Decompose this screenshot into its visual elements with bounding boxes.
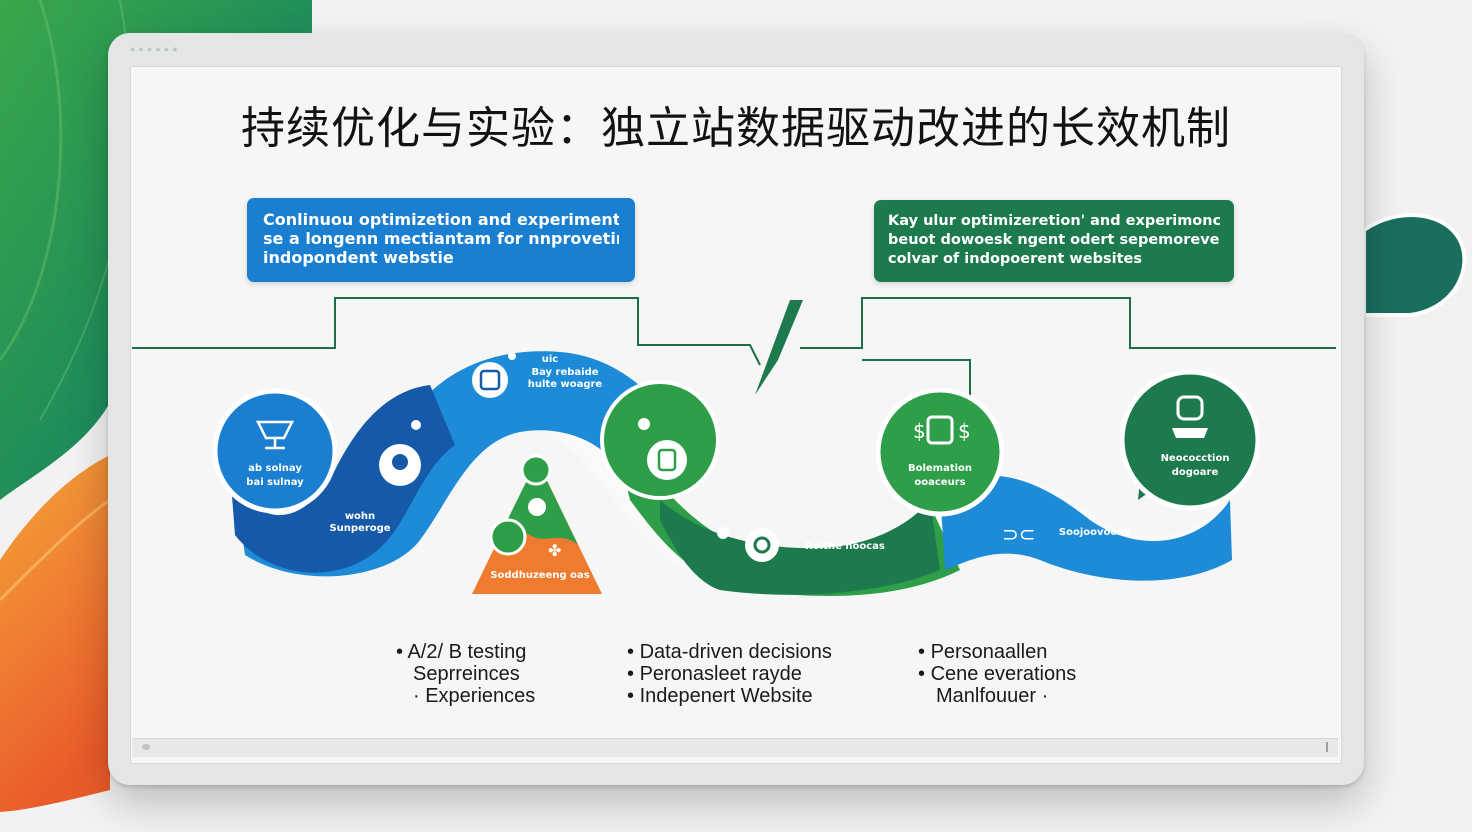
node-label: hulte woagre	[528, 379, 603, 390]
list-item: • Cene everations	[918, 663, 1077, 685]
bullet-list: • Personaallen • Cene everations Manlfou…	[918, 641, 1076, 707]
list-item: • A/2/ B testing	[396, 641, 527, 663]
list-item: • Data-driven decisions	[627, 641, 832, 663]
dollar-icon: $	[913, 419, 926, 443]
window-dots: ●●●●●●	[130, 44, 181, 54]
callout-blue: Conlinuou optimizetion and experimention…	[247, 198, 635, 282]
list-item-text: Seprreinces	[413, 663, 520, 685]
node-label: bai sulnay	[246, 477, 304, 488]
callout-line: se a longenn mectiantam for nnproveting	[263, 229, 619, 248]
list-item-text: Experiences	[425, 685, 536, 707]
node-label: wohn	[345, 511, 375, 522]
bullet-list: • Data-driven decisions • Peronasleet ra…	[627, 641, 832, 707]
dollar-icon: $	[958, 419, 971, 443]
node-label: uic	[542, 354, 559, 365]
list-item: Seprreinces	[396, 663, 535, 685]
horizontal-scrollbar[interactable]	[132, 738, 1338, 757]
wave-band	[230, 351, 1232, 596]
link-icon: ⊃⊂	[1002, 522, 1036, 546]
triangle-node: ✤ Soddhuzeeng oas	[472, 454, 602, 594]
orange-swoosh	[0, 455, 110, 812]
scroll-end-mark	[1326, 742, 1328, 752]
node-3	[600, 380, 720, 500]
callout-line: Conlinuou optimizetion and experimention	[263, 210, 619, 229]
robot-icon	[1176, 395, 1204, 421]
band-blue-left	[240, 351, 650, 577]
right-teal-tab	[1362, 212, 1467, 317]
node-1: ab solnay bai sulnay	[212, 388, 338, 514]
callout-line: colvar of indopoerent websites	[888, 251, 1142, 267]
band-dark-green	[660, 500, 940, 595]
scroll-handle[interactable]	[142, 744, 150, 750]
node-label: Sunperoge	[329, 523, 390, 534]
list-item-text: Data-driven decisions	[639, 641, 832, 663]
node-label: dogoare	[1172, 467, 1219, 478]
node-5: Neococction dogoare	[1119, 369, 1261, 511]
node-4: $ $ Bolemation ooaceurs	[875, 387, 1005, 517]
list-item: Manlfouuer ·	[936, 685, 1049, 707]
list-item: • Indepenert Website	[627, 685, 813, 707]
page-title: 持续优化与实验：独立站数据驱动改进的长效机制	[241, 103, 1231, 154]
callout-line: indopondent webstie	[263, 248, 454, 267]
band-labels: Rolthe noocas ⊃⊂ Soojoovoonk	[717, 522, 1131, 562]
list-item-text: Indepenert Website	[639, 685, 813, 707]
cup-icon	[657, 448, 677, 472]
list-item: • Personaallen	[918, 641, 1048, 663]
callout-line: beuot dowoesk ngent odert sepemoreveno t…	[888, 232, 1220, 248]
list-item-text: Peronasleet rayde	[639, 663, 802, 685]
green-swoosh	[0, 0, 312, 500]
node-label: ooaceurs	[914, 477, 965, 488]
band-dark-blue	[230, 385, 455, 573]
list-item-text: Cene everations	[930, 663, 1077, 685]
list-item: · Experiences	[413, 685, 536, 707]
node-label: Soddhuzeeng oas	[490, 570, 589, 581]
node-label: ab solnay	[248, 463, 302, 474]
list-item-text: Personaallen	[930, 641, 1048, 663]
bullet-list: • A/2/ B testing Seprreinces · Experienc…	[396, 641, 535, 707]
node-label: Bolemation	[908, 463, 972, 474]
user-icon	[392, 454, 408, 470]
node-label: Neococction	[1161, 453, 1230, 464]
bottle-icon	[926, 415, 954, 445]
network-icon	[255, 420, 295, 450]
building-icon	[479, 369, 501, 391]
list-item: • Peronasleet rayde	[627, 663, 802, 685]
callout-line: Kay ulur optimizeretion' and experimonct…	[888, 213, 1220, 229]
list-item-text: Manlfouuer	[936, 685, 1037, 707]
node-label: Bay rebaide	[531, 367, 598, 378]
connector-lines	[132, 297, 1336, 400]
puzzle-icon: ✤	[548, 541, 561, 560]
settings-icon	[753, 536, 771, 554]
node-label: Soojoovoonk	[1059, 527, 1131, 538]
node-2-icons: uic Bay rebaide hulte woagre wohn Sunper…	[329, 352, 602, 534]
list-item-text: A/2/ B testing	[407, 641, 527, 663]
callout-green: Kay ulur optimizeretion' and experimonct…	[874, 200, 1234, 282]
node-label: Rolthe noocas	[805, 541, 885, 552]
pointer-arrow	[755, 300, 803, 395]
band-blue-right	[940, 475, 1232, 581]
